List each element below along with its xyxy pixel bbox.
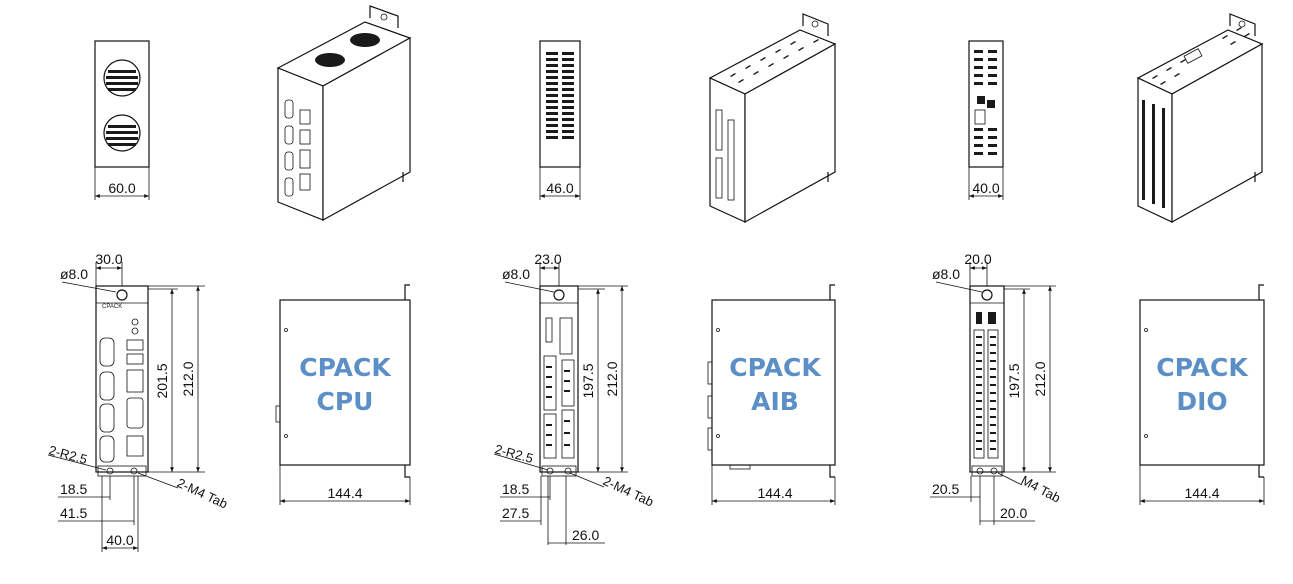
cpu-iso-view [276, 5, 412, 222]
cpu-brand-line-1: CPACK [299, 353, 392, 382]
aib-depth: 144.4 [757, 485, 792, 501]
aib-terminal-blocks [543, 317, 575, 459]
cpu-offset-2: 41.5 [60, 505, 87, 521]
cpu-front-label: CPACK [102, 304, 122, 310]
dio-bolt-spacing: 20.0 [964, 251, 991, 267]
dio-brand-line-2: DIO [1176, 387, 1227, 416]
aib-tab-label: 2-M4 Tab [601, 473, 656, 509]
cpu-top-view: 60.0 [94, 40, 150, 200]
aib-brand-line-1: CPACK [729, 353, 822, 382]
aib-height-inner: 197.5 [580, 363, 596, 398]
aib-height-total: 212.0 [604, 361, 620, 396]
aib-side-view: CPACK AIB 144.4 [707, 284, 836, 505]
aib-brand-line-2: AIB [751, 387, 799, 416]
cpu-brand-line-2: CPU [317, 387, 374, 416]
dio-depth: 144.4 [1184, 485, 1219, 501]
cpu-bolt-spacing: 30.0 [95, 251, 122, 267]
dio-tab-label: M4 Tab [1019, 472, 1063, 505]
aib-top-width: 46.0 [546, 180, 573, 196]
dio-side-view: CPACK DIO 144.4 [1139, 284, 1265, 505]
dio-hole-diameter: ø8.0 [932, 266, 960, 282]
cpu-height-inner: 201.5 [154, 363, 170, 398]
dio-vent-icon [1152, 27, 1250, 85]
aib-bolt-spacing: 23.0 [534, 251, 561, 267]
fan-icon [106, 70, 138, 146]
cpu-front-view: CPACK 30.0 ø8.0 [47, 251, 230, 552]
cpu-top-width: 60.0 [108, 180, 135, 196]
dio-offset-2: 20.0 [1000, 505, 1027, 521]
dio-front-view: 20.0 ø8.0 197.5 212.0 M4 Tab 20.5 20.0 [930, 251, 1063, 525]
cpu-radius-label: 2-R2.5 [47, 442, 89, 467]
cpu-hole-diameter: ø8.0 [60, 266, 88, 282]
cpu-tab-label: 2-M4 Tab [175, 475, 230, 511]
cpu-port-icons [284, 99, 311, 197]
dio-top-view: 40.0 [968, 40, 1004, 200]
aib-offset-3: 26.0 [572, 527, 599, 543]
module-cpu: 60.0 [47, 5, 412, 552]
dio-brand-line-1: CPACK [1156, 353, 1249, 382]
vent-slots-icon [546, 52, 574, 139]
aib-hole-diameter: ø8.0 [502, 266, 530, 282]
cpu-offset-1: 18.5 [60, 481, 87, 497]
dio-connector-strips [973, 312, 999, 459]
dio-top-width: 40.0 [972, 180, 999, 196]
cpu-offset-3: 40.0 [106, 532, 133, 548]
aib-iso-view [708, 13, 837, 224]
aib-top-view: 46.0 [539, 40, 581, 200]
vent-slots-icon [974, 50, 997, 155]
dio-height-inner: 197.5 [1006, 363, 1022, 398]
aib-front-view: 23.0 ø8.0 197.5 212.0 2-R2.5 2-M4 Tab 18… [493, 251, 656, 545]
aib-offset-2: 27.5 [502, 505, 529, 521]
cpu-height-total: 212.0 [180, 361, 196, 396]
aib-offset-1: 18.5 [502, 481, 529, 497]
cpu-depth: 144.4 [327, 485, 362, 501]
aib-radius-label: 2-R2.5 [493, 441, 535, 466]
cpu-side-view: CPACK CPU 144.4 [275, 284, 411, 505]
dio-height-total: 212.0 [1032, 361, 1048, 396]
module-dio: 40.0 [930, 13, 1265, 525]
module-aib: 46.0 [493, 13, 837, 545]
dio-iso-view [1136, 13, 1264, 224]
dio-offset-1: 20.5 [932, 481, 959, 497]
cpu-front-ports [99, 318, 144, 463]
